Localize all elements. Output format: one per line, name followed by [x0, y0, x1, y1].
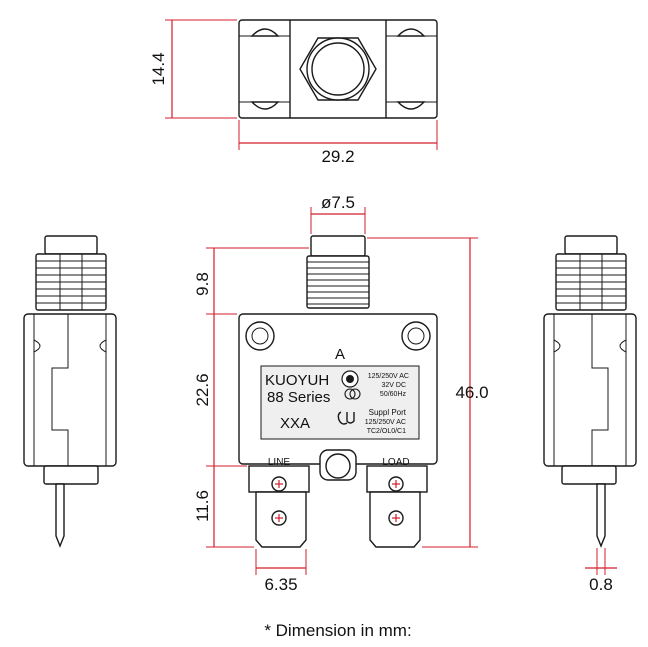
right-button-cap [564, 235, 618, 255]
dim-terminal-thickness: 0.8 [589, 575, 613, 594]
dim-body-height: 22.6 [193, 373, 212, 406]
mount-hole-left [245, 321, 275, 351]
rating-freq: 50/60Hz [380, 391, 407, 398]
front-view: A KUOYUH 88 Series XXA 125/250V AC 32V D… [193, 193, 489, 594]
right-base [561, 465, 617, 485]
threaded-bushing [306, 255, 370, 309]
notch-bottom-right [396, 101, 426, 110]
center-screw [325, 453, 351, 479]
cert-mark-center-icon [346, 375, 354, 383]
mount-hole-right [401, 321, 431, 351]
right-terminal [596, 483, 606, 548]
notch-top-right [396, 28, 426, 37]
dim-terminal-height: 11.6 [193, 490, 212, 522]
terminal-label-load: LOAD [382, 457, 409, 468]
top-view: 14.4 29.2 [149, 19, 438, 166]
left-base [43, 465, 99, 485]
rating-dc: 32V DC [381, 382, 406, 389]
dim-top-width: 29.2 [321, 147, 354, 166]
dim-terminal-width: 6.35 [264, 575, 297, 594]
suppl-title: Suppl Port [369, 408, 407, 417]
notch-top-left [250, 28, 280, 37]
button-cap [310, 235, 366, 257]
rating-label-panel [260, 365, 420, 440]
brand-name: KUOYUH [265, 372, 329, 389]
dim-top-height: 14.4 [149, 52, 168, 85]
left-body [23, 313, 117, 467]
notch-bottom-left [250, 101, 280, 110]
right-side-view: 0.8 [543, 235, 637, 594]
suppl-ac: 125/250V AC [365, 419, 406, 426]
dim-button-height: 9.8 [193, 272, 212, 296]
series-name: 88 Series [267, 389, 330, 406]
dim-button-diameter: ø7.5 [321, 193, 355, 212]
ul-recognized-icon [337, 411, 355, 425]
button-top-circle [311, 42, 365, 96]
left-button-cap [44, 235, 98, 255]
left-terminal [55, 483, 65, 548]
footnote: * Dimension in mm: [264, 621, 411, 640]
left-side-view [23, 235, 117, 548]
cc-mark-icon [344, 388, 356, 400]
rating-ac: 125/250V AC [368, 373, 409, 380]
dim-total-height: 46.0 [455, 383, 488, 402]
terminal-label-line: LINE [268, 457, 291, 468]
current-rating-label: A [335, 346, 345, 363]
model-name: XXA [280, 415, 310, 432]
right-body [543, 313, 637, 467]
suppl-codes: TC2/OL0/C1 [367, 428, 406, 435]
